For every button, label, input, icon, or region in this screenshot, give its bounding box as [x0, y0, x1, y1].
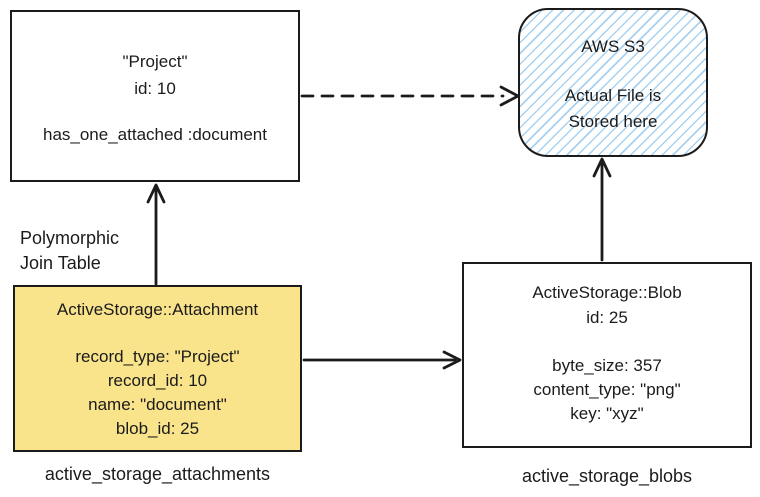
polymorphic-join-table-label: Polymorphic Join Table	[20, 226, 119, 276]
s3-body-line2: Stored here	[568, 112, 658, 131]
arrow-blob-to-s3	[592, 157, 612, 262]
attachment-field-record-id: record_id: 10	[107, 371, 208, 390]
attachment-fields: record_type: "Project" record_id: 10 nam…	[15, 345, 300, 441]
attachment-title: ActiveStorage::Attachment	[56, 300, 259, 319]
project-title: "Project"	[122, 52, 188, 71]
blob-fields: byte_size: 357 content_type: "png" key: …	[464, 354, 750, 426]
project-box: "Project" id: 10 has_one_attached :docum…	[10, 10, 300, 182]
blob-title: ActiveStorage::Blob	[532, 283, 682, 302]
attachment-box: ActiveStorage::Attachment record_type: "…	[13, 285, 302, 452]
blobs-table-caption: active_storage_blobs	[521, 466, 693, 486]
arrow-attachment-to-project	[146, 183, 166, 286]
polymorphic-label-line1: Polymorphic	[20, 228, 120, 248]
s3-body-line1: Actual File is	[564, 86, 662, 105]
s3-title: AWS S3	[581, 37, 645, 56]
attachment-field-blob-id: blob_id: 25	[115, 419, 200, 438]
arrow-attachment-to-blob	[302, 350, 462, 370]
blob-field-byte-size: byte_size: 357	[552, 356, 662, 375]
blob-field-key: key: "xyz"	[570, 404, 644, 423]
attachment-field-name: name: "document"	[88, 395, 227, 414]
arrow-project-to-s3	[300, 85, 520, 107]
polymorphic-label-line2: Join Table	[20, 253, 101, 273]
blob-id: id: 25	[586, 308, 628, 327]
blob-field-content-type: content_type: "png"	[533, 380, 681, 399]
attachment-field-record-type: record_type: "Project"	[75, 347, 240, 366]
aws-s3-box: AWS S3 Actual File is Stored here	[518, 8, 708, 157]
project-id: id: 10	[134, 79, 176, 98]
blob-box: ActiveStorage::Blob id: 25 byte_size: 35…	[462, 262, 752, 448]
project-association: has_one_attached :document	[42, 125, 267, 144]
attachments-table-caption: active_storage_attachments	[44, 464, 271, 484]
